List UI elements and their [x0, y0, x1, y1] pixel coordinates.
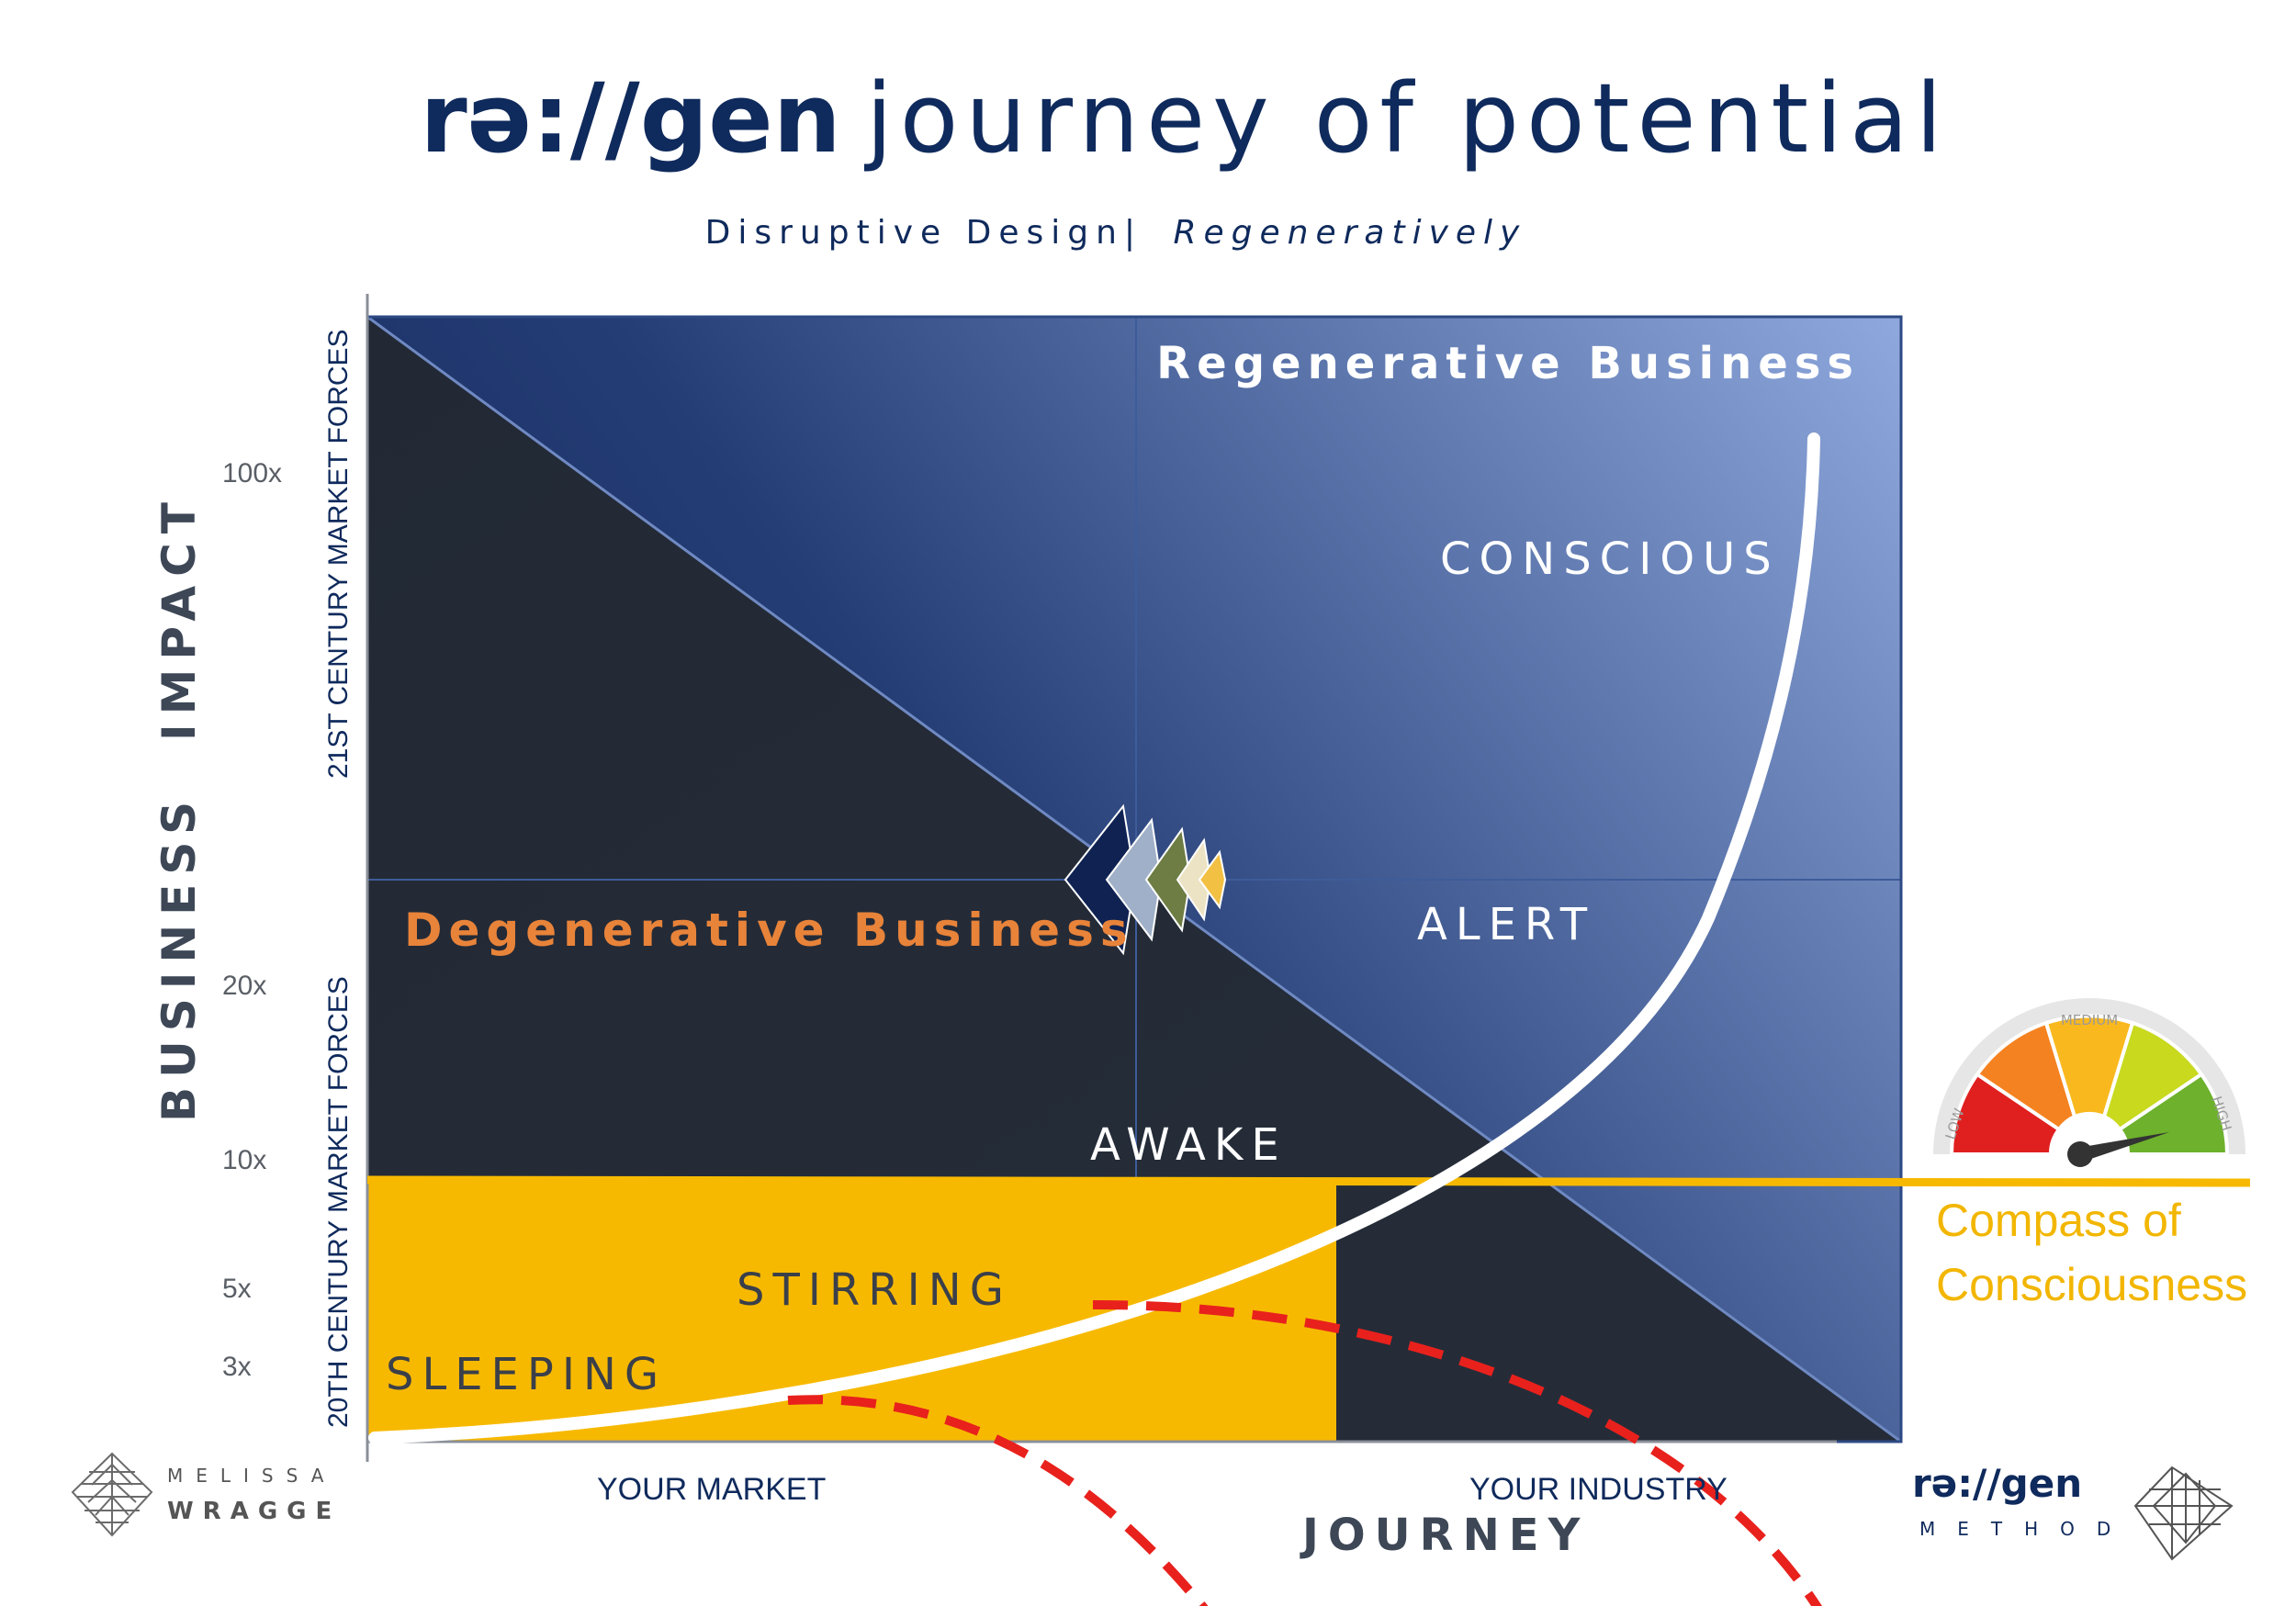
lower-forces-label: 20TH CENTURY MARKET FORCES — [323, 976, 354, 1428]
y-axis-title-business: BUSINESS — [152, 792, 206, 1122]
y-tick-5x: 5x — [222, 1274, 252, 1304]
y-axis-title: BUSINESS IMPACT — [152, 493, 206, 1122]
decline-arc-industry — [1092, 1299, 1822, 1606]
leaf-mark-icon — [71, 1452, 153, 1537]
x-label-your-industry: YOUR INDUSTRY — [1469, 1472, 1728, 1507]
y-axis-title-impact: IMPACT — [152, 493, 206, 741]
melissa-wragge-logo: MELISSA WRAGGE — [71, 1452, 341, 1537]
subtitle-italic: Regeneratively — [1173, 214, 1526, 252]
consciousness-threshold-line — [366, 1175, 2251, 1187]
journey-curve — [368, 432, 1820, 1444]
method-brand: rə://gen — [1912, 1461, 2082, 1506]
compass-title-line1: Compass of — [1936, 1195, 2181, 1246]
center-emblem-icon — [1064, 803, 1227, 956]
y-axis-lower-forces: 20TH CENTURY MARKET FORCES — [323, 976, 354, 1428]
stage-alert: ALERT — [1417, 899, 1595, 950]
subtitle: Disruptive Design| Regeneratively — [705, 214, 1527, 252]
x-axis-title: JOURNEY — [1300, 1510, 1589, 1561]
y-axis-upper-forces: 21ST CENTURY MARKET FORCES — [323, 329, 354, 779]
compass-title-line2: Consciousness — [1936, 1259, 2247, 1310]
compass-gauge-icon: MEDIUM LOW HIGH — [1933, 998, 2245, 1167]
author-first-name: MELISSA — [167, 1465, 336, 1487]
stage-conscious: CONSCIOUS — [1440, 533, 1780, 585]
method-word: METHOD — [1919, 1518, 2133, 1540]
author-last-name: WRAGGE — [167, 1498, 341, 1525]
upper-forces-label: 21ST CENTURY MARKET FORCES — [323, 329, 354, 779]
y-tick-10x: 10x — [222, 1145, 266, 1175]
crystal-mark-icon — [2133, 1466, 2234, 1561]
stage-sleeping: SLEEPING — [386, 1349, 667, 1400]
y-tick-20x: 20x — [222, 971, 266, 1001]
stage-awake: AWAKE — [1090, 1119, 1288, 1171]
gauge-label-medium: MEDIUM — [2061, 1012, 2118, 1028]
stage-stirring: STIRRING — [737, 1264, 1012, 1316]
y-tick-3x: 3x — [222, 1352, 252, 1382]
regenerative-business-label: Regenerative Business — [1156, 338, 1860, 389]
x-label-your-market: YOUR MARKET — [597, 1472, 826, 1507]
title-brand: rə://gen — [420, 62, 840, 174]
y-tick-labels: 100x 20x 10x 5x 3x — [222, 458, 282, 1382]
decline-arc-market — [787, 1395, 1209, 1606]
regen-method-logo: rə://gen METHOD — [1912, 1461, 2234, 1561]
page-title: rə://gen journey of potential — [420, 62, 1949, 174]
subtitle-main: Disruptive Design| — [705, 214, 1142, 252]
title-rest: journey of potential — [864, 62, 1950, 174]
degenerative-business-label: Degenerative Business — [404, 904, 1134, 957]
y-tick-100x: 100x — [222, 458, 282, 489]
